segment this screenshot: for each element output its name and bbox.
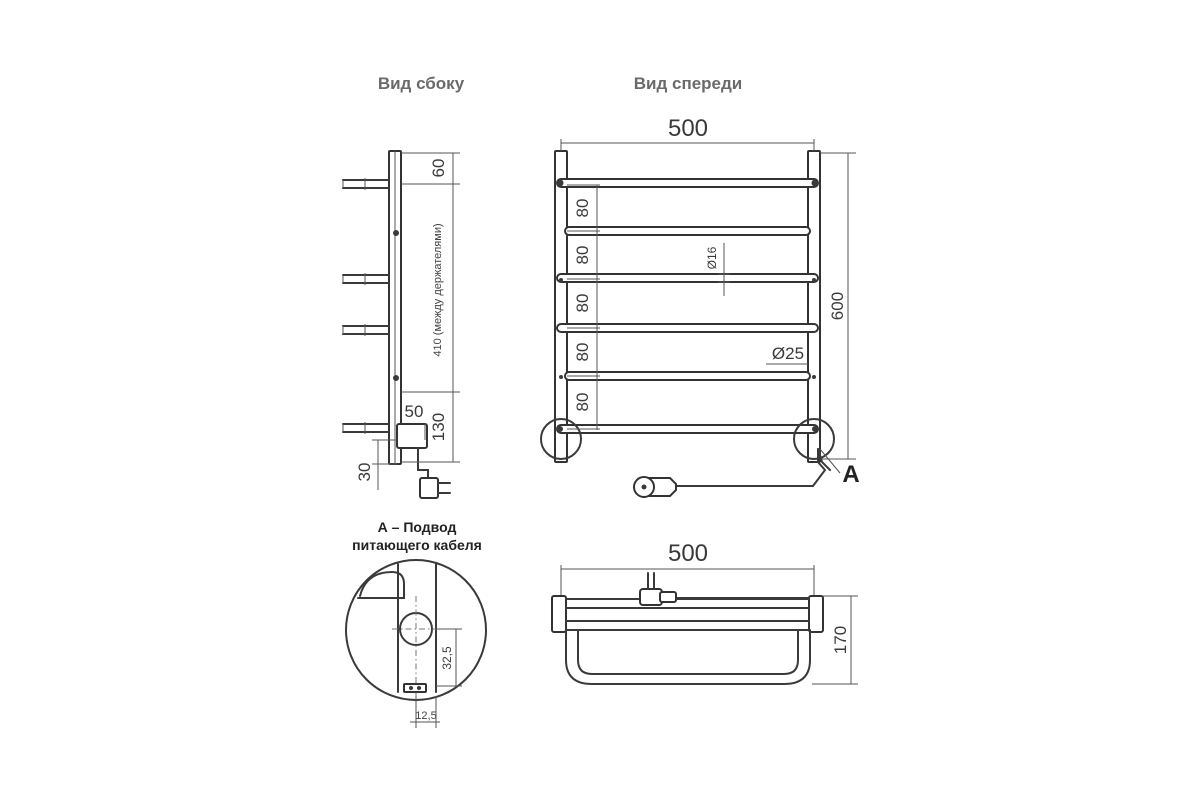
front-spacing-2: 80 [573,246,592,265]
front-spacing-3: 80 [573,294,592,313]
front-view-title: Вид спереди [634,74,743,93]
front-post-diameter: Ø25 [772,344,804,363]
top-dim-width: 500 [668,540,708,567]
front-post-left [554,150,568,463]
front-mount-left [540,418,582,460]
detail-caption-line1: А – Подвод [378,519,457,535]
top-view: 500 170 [551,540,858,685]
top-dim-depth: 170 [831,626,850,654]
side-dim-30: 30 [355,463,374,482]
detail-dim-32-5: 32,5 [440,646,454,670]
front-spacing-4: 80 [573,343,592,362]
top-plug [639,572,677,606]
side-heater-box [396,423,428,449]
front-rung-diameter: Ø16 [705,246,719,269]
side-plug [419,477,439,499]
front-callout-a: A [842,461,859,488]
side-holders [342,178,399,434]
front-rungs [556,178,819,434]
front-dim-width: 500 [668,115,708,142]
side-dim-50: 50 [405,402,424,421]
front-view: A 500 600 80 80 80 80 80 Ø16 Ø25 [540,115,860,498]
side-view: 60 410 (между держателями) 50 130 30 [342,150,460,499]
detail-dim-12-5: 12,5 [415,710,436,722]
side-dim-130: 130 [429,413,448,441]
front-mount-right [793,418,835,460]
side-dim-60: 60 [429,159,448,178]
side-dim-410: 410 (между держателями) [432,223,444,356]
detail-caption-line2: питающего кабеля [352,537,482,553]
front-plug [633,476,677,498]
front-spacing-1: 80 [573,199,592,218]
front-dim-height: 600 [828,292,847,320]
detail-a: А – Подвод питающего кабеля 32,5 12,5 [345,519,487,728]
front-post-right [807,150,821,463]
side-view-title: Вид сбоку [378,74,465,93]
front-spacing-5: 80 [573,393,592,412]
